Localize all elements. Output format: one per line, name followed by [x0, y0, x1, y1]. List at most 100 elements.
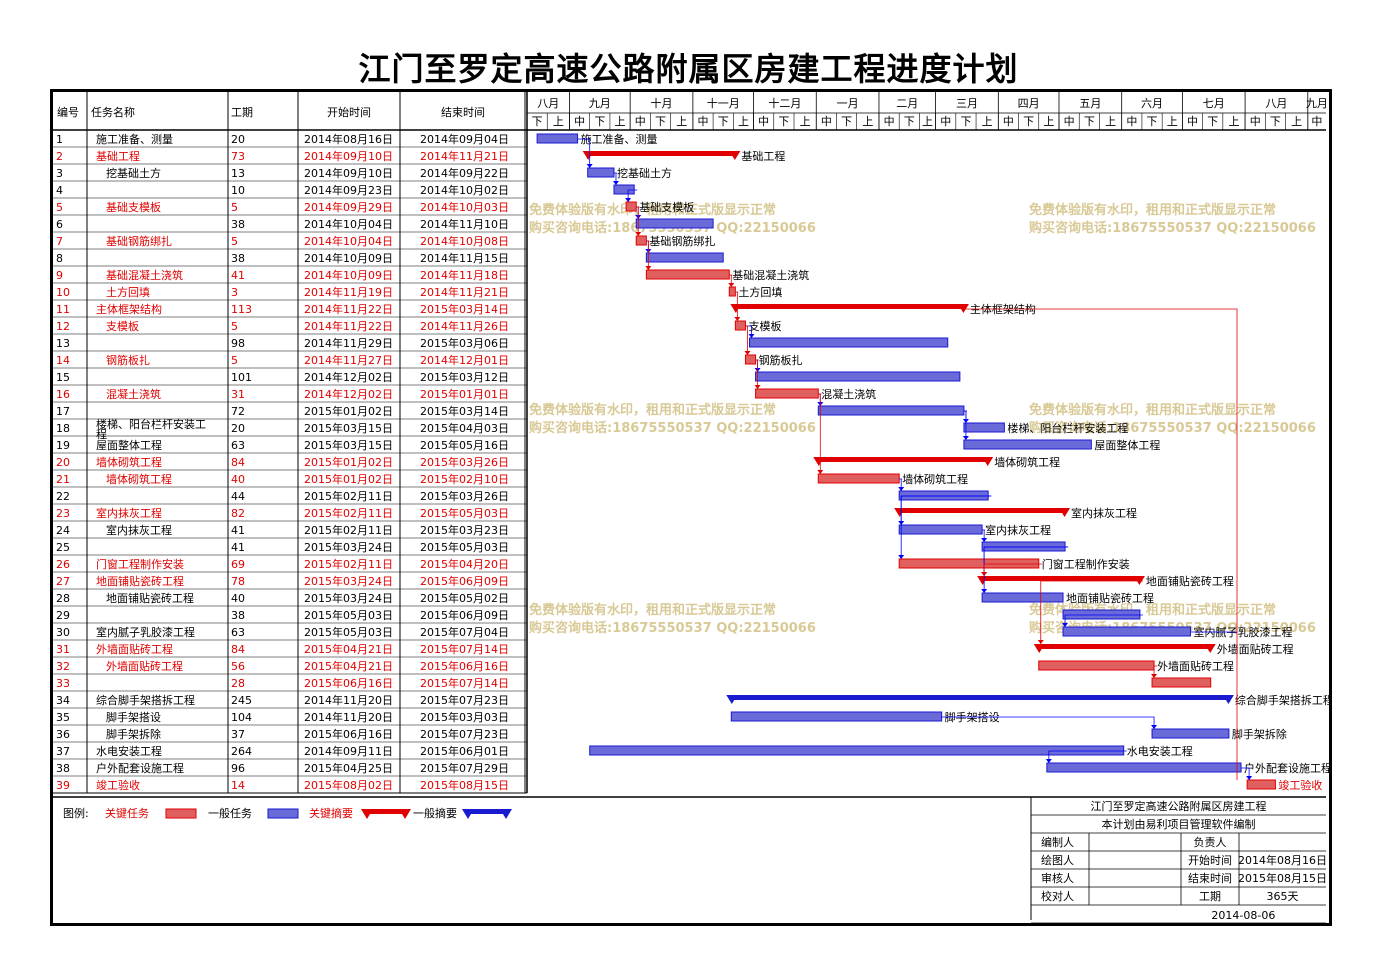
- info-date: 2014-08-06: [1211, 909, 1275, 922]
- task-duration: 69: [231, 558, 245, 571]
- task-bar: [1246, 779, 1276, 790]
- task-start: 2014年11月20日: [304, 710, 393, 724]
- task-bar: [536, 133, 579, 144]
- task-name: 支模板: [106, 319, 139, 333]
- task-start: 2014年12月02日: [304, 387, 393, 401]
- task-id: 19: [56, 439, 70, 452]
- task-bar: [981, 592, 1064, 603]
- info-label: 审核人: [1041, 871, 1074, 885]
- task-id: 9: [56, 269, 63, 282]
- task-end: 2015年02月10日: [420, 472, 509, 486]
- task-duration: 28: [231, 677, 245, 690]
- bar-label: 屋面整体工程: [1094, 438, 1160, 452]
- dekad-label: 上: [1105, 115, 1116, 128]
- task-start: 2014年09月10日: [304, 149, 393, 163]
- task-start: 2015年08月02日: [304, 778, 393, 792]
- task-start: 2014年10月04日: [304, 217, 393, 231]
- task-id: 12: [56, 320, 70, 333]
- summary-cap-left: [1033, 644, 1045, 653]
- task-bar: [898, 558, 1040, 569]
- summary-cap-right: [957, 304, 969, 313]
- task-duration: 56: [231, 660, 245, 673]
- task-name: 室内抹灰工程: [96, 506, 162, 520]
- task-end: 2014年09月22日: [420, 166, 509, 180]
- summary-cap-left: [977, 576, 989, 585]
- dekad-label: 上: [800, 115, 811, 128]
- dekad-label: 中: [1003, 115, 1014, 128]
- legend-title: 图例:: [63, 806, 89, 820]
- task-end: 2015年06月09日: [420, 574, 509, 588]
- task-start: 2015年01月02日: [304, 472, 393, 486]
- task-start: 2014年11月22日: [304, 302, 393, 316]
- info-box: [1030, 797, 1326, 923]
- info-software: 本计划由易利项目管理软件编制: [1102, 817, 1256, 831]
- task-end: 2015年03月06日: [420, 336, 509, 350]
- task-name: 主体框架结构: [96, 302, 162, 316]
- task-duration: 14: [231, 779, 245, 792]
- task-end: 2014年11月18日: [420, 268, 509, 282]
- task-start: 2014年09月29日: [304, 200, 393, 214]
- task-bar: [645, 252, 724, 263]
- summary-bar: [735, 304, 964, 309]
- dekad-label: 中: [574, 115, 585, 128]
- bar-label: 墙体砌筑工程: [902, 472, 968, 486]
- task-bar: [587, 167, 615, 178]
- bar-label: 楼梯、阳台栏杆安装工程: [1007, 421, 1128, 435]
- task-name: 竣工验收: [96, 778, 140, 792]
- task-start: 2014年09月11日: [304, 744, 393, 758]
- task-name: 墙体砌筑工程: [106, 472, 172, 486]
- task-start: 2015年03月15日: [304, 438, 393, 452]
- dekad-label: 中: [758, 115, 769, 128]
- summary-cap-right: [729, 151, 741, 160]
- task-start: 2014年10月09日: [304, 251, 393, 265]
- task-id: 32: [56, 660, 70, 673]
- dekad-label: 下: [1207, 115, 1218, 128]
- task-duration: 40: [231, 592, 245, 605]
- task-name: 楼梯、阳台栏杆安装工: [96, 417, 206, 431]
- summary-bar: [982, 576, 1140, 581]
- info-value: 365天: [1267, 890, 1299, 903]
- task-id: 20: [56, 456, 70, 469]
- task-end: 2014年11月26日: [420, 319, 509, 333]
- dekad-label: 下: [718, 115, 729, 128]
- task-name: 综合脚手架搭拆工程: [96, 693, 195, 707]
- legend-normal-task-swatch: [267, 808, 299, 819]
- month-label: 十二月: [768, 96, 801, 110]
- task-name: 墙体砌筑工程: [96, 455, 162, 469]
- task-start: 2015年01月02日: [304, 404, 393, 418]
- legend-normal-task: 一般任务: [208, 807, 252, 820]
- task-end: 2015年06月09日: [420, 608, 509, 622]
- task-end: 2015年05月03日: [420, 540, 509, 554]
- dekad-label: 上: [1043, 115, 1054, 128]
- dekad-label: 下: [841, 115, 852, 128]
- summary-cap-right: [1204, 644, 1216, 653]
- task-end: 2014年10月03日: [420, 200, 509, 214]
- task-duration: 78: [231, 575, 245, 588]
- dekad-label: 中: [821, 115, 832, 128]
- task-end: 2015年03月26日: [420, 489, 509, 503]
- task-end: 2014年09月04日: [420, 132, 509, 146]
- task-name: 外墙面贴砖工程: [106, 659, 183, 673]
- dekad-label: 上: [1291, 115, 1302, 128]
- task-end: 2015年03月26日: [420, 455, 509, 469]
- dekad-label: 下: [1084, 115, 1095, 128]
- task-duration: 5: [231, 235, 238, 248]
- task-duration: 41: [231, 269, 245, 282]
- dekad-label: 中: [940, 115, 951, 128]
- task-end: 2015年07月04日: [420, 625, 509, 639]
- dekad-label: 中: [1126, 115, 1137, 128]
- header-end: 结束时间: [441, 106, 485, 119]
- info-label: 负责人: [1194, 835, 1227, 849]
- summary-bar: [587, 151, 736, 156]
- bar-label: 钢筋板扎: [759, 353, 803, 367]
- dekad-label: 下: [1023, 115, 1034, 128]
- watermark-text: 购买咨询电话:18675550537 QQ:22150066: [1029, 420, 1316, 436]
- month-label: 六月: [1141, 97, 1163, 110]
- month-label: 五月: [1079, 97, 1101, 110]
- task-name: 基础钢筋绑扎: [106, 234, 172, 248]
- summary-cap-left: [730, 304, 742, 313]
- info-label: 结束时间: [1188, 872, 1232, 885]
- task-start: 2015年03月24日: [304, 540, 393, 554]
- bar-label: 支模板: [748, 319, 781, 333]
- task-duration: 40: [231, 473, 245, 486]
